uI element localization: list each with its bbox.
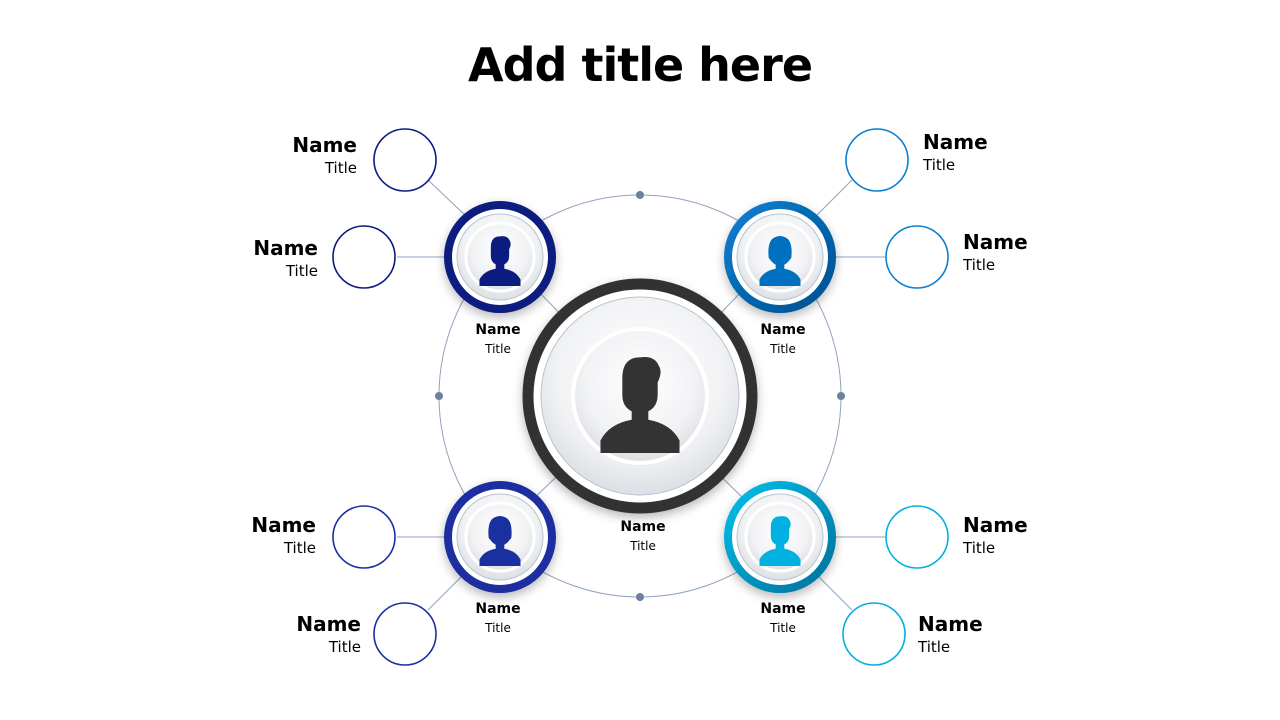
- hub-bottom-right: [724, 481, 836, 593]
- member-avatar: [373, 602, 437, 666]
- page-title: Add title here: [467, 38, 813, 92]
- hub-top-left: [444, 201, 556, 313]
- orbit-dot: [435, 392, 443, 400]
- member-avatar: [845, 128, 909, 192]
- person-name: Name: [475, 322, 521, 338]
- person-name: Name: [923, 130, 988, 154]
- hub-label-top-left: Name Title: [438, 321, 558, 359]
- person-name: Name: [620, 519, 666, 535]
- hub-label-bottom-left: Name Title: [438, 600, 558, 638]
- member-label: Name Title: [918, 612, 983, 658]
- hub-top-right: [724, 201, 836, 313]
- person-title: Title: [324, 159, 357, 177]
- member-avatar: [373, 128, 437, 192]
- center-label: Name Title: [583, 518, 703, 556]
- connector-line: [427, 179, 467, 217]
- person-name: Name: [760, 322, 806, 338]
- member-avatar: [332, 225, 396, 289]
- member-label: Name Title: [253, 236, 318, 282]
- connector-line: [813, 571, 853, 611]
- orbit-dot: [636, 593, 644, 601]
- member-label: Name Title: [292, 133, 357, 179]
- person-name: Name: [760, 601, 806, 617]
- center-node: [522, 278, 758, 514]
- orbit-dot: [837, 392, 845, 400]
- person-title: Title: [485, 342, 511, 356]
- person-name: Name: [251, 513, 316, 537]
- person-title: Title: [963, 539, 996, 557]
- member-avatar: [332, 505, 396, 569]
- person-title: Title: [963, 256, 996, 274]
- person-title: Title: [918, 638, 951, 656]
- person-title: Title: [770, 342, 796, 356]
- orbit-dot: [636, 191, 644, 199]
- person-name: Name: [475, 601, 521, 617]
- person-title: Title: [285, 262, 318, 280]
- member-label: Name Title: [296, 612, 361, 658]
- orbit-dots: [435, 191, 845, 601]
- member-label: Name Title: [963, 230, 1028, 276]
- hub-label-bottom-right: Name Title: [723, 600, 843, 638]
- member-label: Name Title: [963, 513, 1028, 559]
- member-avatar: [885, 505, 949, 569]
- connector-line: [427, 571, 467, 611]
- member-label: Name Title: [251, 513, 316, 559]
- person-title: Title: [485, 621, 511, 635]
- person-name: Name: [296, 612, 361, 636]
- person-name: Name: [918, 612, 983, 636]
- person-title: Title: [328, 638, 361, 656]
- person-title: Title: [283, 539, 316, 557]
- member-avatar: [885, 225, 949, 289]
- member-avatar: [842, 602, 906, 666]
- hub-bottom-left: [444, 481, 556, 593]
- person-name: Name: [253, 236, 318, 260]
- person-name: Name: [292, 133, 357, 157]
- person-title: Title: [770, 621, 796, 635]
- person-title: Title: [923, 156, 956, 174]
- person-title: Title: [630, 539, 656, 553]
- person-name: Name: [963, 230, 1028, 254]
- person-name: Name: [963, 513, 1028, 537]
- connector-line: [813, 179, 853, 219]
- member-label: Name Title: [923, 130, 988, 176]
- hub-label-top-right: Name Title: [723, 321, 843, 359]
